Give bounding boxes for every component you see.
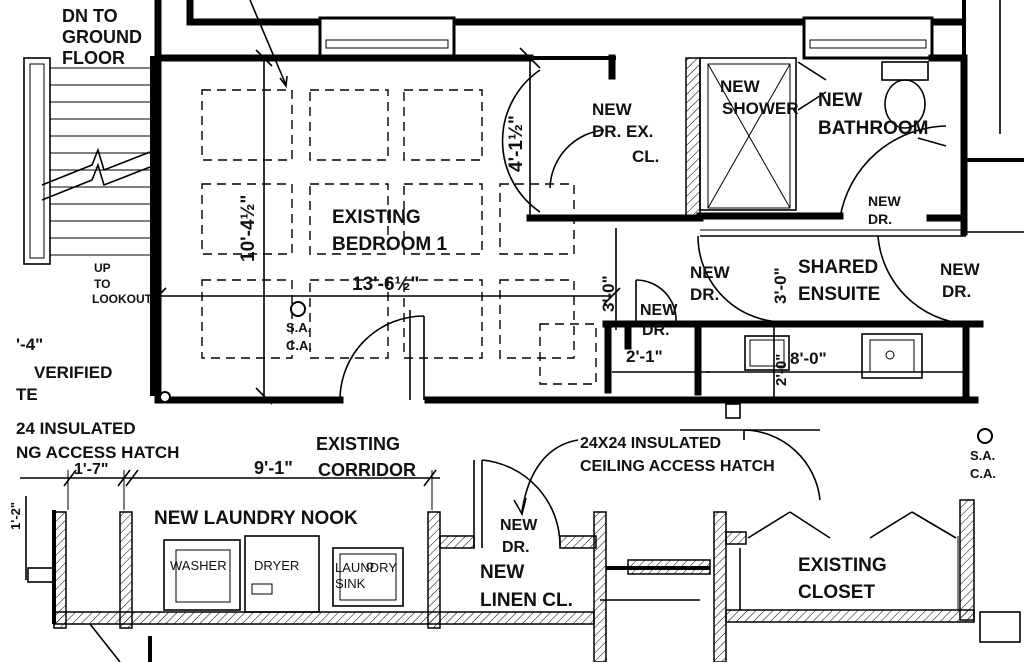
room-labels: DN TO GROUND FLOOR UP TO LOOKOUT NEW DR.…	[16, 6, 996, 611]
linen-closet	[439, 459, 711, 662]
label-sa-2: S.A.	[970, 448, 995, 463]
dim-bed-height: 10'-4½"	[238, 195, 259, 262]
label-shared: SHARED	[798, 257, 878, 278]
label-closet-cl: CL.	[632, 147, 659, 166]
shower	[685, 57, 844, 220]
label-ca-2: C.A.	[970, 466, 996, 481]
dim-left-1-2: 1'-2"	[8, 502, 23, 530]
label-linen-new: NEW	[480, 562, 524, 583]
dim-ens-8: 8'-0"	[790, 349, 827, 368]
dim-ens-2-0: 2'-0"	[773, 354, 790, 386]
label-dryer: DRYER	[254, 558, 299, 573]
dimension-labels: 10'-4½" 13'-6½" 4'-1½" 3'-0" 3'-0" 2'-1"…	[8, 115, 827, 530]
label-existing-bedroom: EXISTING	[332, 207, 421, 228]
dim-left-edge: '-4"	[16, 335, 43, 354]
label-hatch-right-1: 24X24 INSULATED	[580, 435, 721, 452]
label-corridor: CORRIDOR	[318, 460, 416, 480]
ensuite	[602, 228, 984, 419]
label-shower: SHOWER	[722, 99, 799, 118]
label-laundry-sink-1: LAUNDRY	[335, 560, 397, 575]
dim-corr-9-1: 9'-1"	[254, 458, 293, 478]
label-dn-to: DN TO	[62, 6, 118, 26]
label-bath-new: NEW	[818, 90, 862, 111]
label-verified: VERIFIED	[34, 363, 112, 382]
laundry-nook	[27, 510, 595, 662]
label-shower-new: NEW	[720, 77, 761, 96]
label-corridor-existing: EXISTING	[316, 434, 400, 454]
label-dr-c: DR.	[868, 211, 892, 227]
label-closet-existing: EXISTING	[798, 555, 887, 576]
label-closet: CLOSET	[798, 582, 875, 603]
corridor-dimension	[20, 469, 440, 580]
closet-walls	[501, 54, 704, 222]
label-laundry-sink-2: SINK	[335, 576, 366, 591]
label-dr-a: DR.	[690, 285, 719, 304]
dim-hall-3: 3'-0"	[599, 275, 618, 312]
label-washer: WASHER	[170, 558, 227, 573]
dim-ens-2-1: 2'-1"	[626, 347, 663, 366]
label-to: TO	[94, 277, 110, 291]
label-closet-drex: DR. EX.	[592, 122, 653, 141]
label-hatch-left-1: 24 INSULATED	[16, 419, 136, 438]
label-ensuite: ENSUITE	[798, 284, 880, 305]
label-dr-c-new: NEW	[868, 193, 901, 209]
label-dr-b-new: NEW	[940, 260, 981, 279]
label-dr-d-new: NEW	[640, 302, 678, 319]
label-hatch-right-2: CEILING ACCESS HATCH	[580, 458, 775, 475]
label-dr-b: DR.	[942, 282, 971, 301]
label-ca-1: C.A.	[286, 338, 312, 353]
smoke-alarm-icon	[290, 301, 306, 317]
label-ground: GROUND	[62, 27, 142, 47]
label-bedroom: BEDROOM 1	[332, 234, 448, 255]
label-up: UP	[94, 261, 111, 275]
label-sa-1: S.A.	[286, 320, 311, 335]
dim-hall-3b: 3'-0"	[771, 267, 790, 304]
bathroom	[839, 0, 1024, 236]
label-hatch-left-2: NG ACCESS HATCH	[16, 443, 179, 462]
label-linen-dr: DR.	[502, 539, 530, 556]
bedroom-walls	[154, 0, 979, 404]
label-linen-dr-new: NEW	[500, 517, 538, 534]
label-laundry-nook: NEW LAUNDRY NOOK	[154, 508, 358, 529]
bedroom-door	[339, 310, 425, 401]
bedroom-dimensions	[149, 0, 621, 405]
label-lookout: LOOKOUT	[92, 292, 153, 306]
dim-closet-depth: 4'-1½"	[506, 115, 527, 172]
label-te: TE	[16, 385, 38, 404]
existing-closet	[513, 428, 1021, 662]
label-floor: FLOOR	[62, 48, 125, 68]
label-dr-a-new: NEW	[690, 263, 731, 282]
dim-nook-1-7: 1'-7"	[74, 461, 109, 478]
ceiling-grid	[201, 89, 597, 385]
label-dr-d: DR.	[642, 322, 670, 339]
stairs	[23, 56, 158, 396]
dim-bed-width: 13'-6½"	[352, 274, 419, 295]
label-linen-cl: LINEN CL.	[480, 590, 573, 611]
label-bathroom: BATHROOM	[818, 118, 928, 139]
label-closet-new: NEW	[592, 100, 633, 119]
